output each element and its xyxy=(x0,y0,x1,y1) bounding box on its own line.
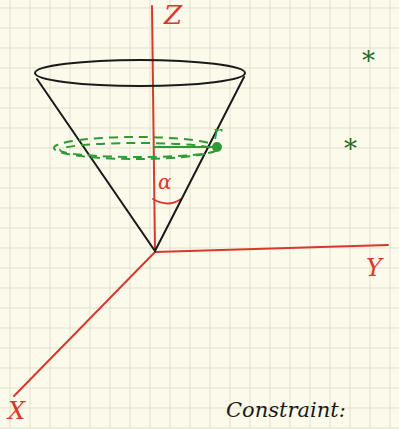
grid-line xyxy=(190,0,191,429)
grid-line xyxy=(0,68,399,69)
dashed-circle xyxy=(54,137,218,159)
radius-label: r xyxy=(213,124,222,142)
x-axis xyxy=(14,252,155,396)
grid-line xyxy=(0,428,399,429)
grid-line xyxy=(150,0,151,429)
grid-line xyxy=(0,208,399,209)
grid-line xyxy=(0,188,399,189)
grid-line xyxy=(350,0,351,429)
axis-label: X xyxy=(8,399,25,423)
grid-line xyxy=(290,0,291,429)
bullet-mark: * xyxy=(344,136,357,162)
grid-line xyxy=(170,0,171,429)
grid-line xyxy=(0,328,399,329)
cone-side xyxy=(37,77,244,251)
circle-path xyxy=(54,137,221,159)
grid-line xyxy=(0,288,399,289)
grid-line xyxy=(0,88,399,89)
axis-label: Z xyxy=(164,2,182,28)
axes xyxy=(14,6,388,396)
cone xyxy=(35,60,245,251)
grid-line xyxy=(0,8,399,9)
grid-line xyxy=(0,128,399,129)
grid-line xyxy=(50,0,51,429)
grid-line xyxy=(0,148,399,149)
grid-line xyxy=(0,48,399,49)
grid-line xyxy=(0,228,399,229)
grid-line xyxy=(90,0,91,429)
cone-rim xyxy=(35,60,245,86)
axis-label: Y xyxy=(366,256,382,280)
grid-line xyxy=(390,0,391,429)
angle-arc xyxy=(153,199,181,204)
grid-line xyxy=(0,28,399,29)
y-axis xyxy=(155,245,388,252)
grid-line xyxy=(270,0,271,429)
z-axis xyxy=(152,6,155,252)
grid-line xyxy=(230,0,231,429)
grid-line xyxy=(330,0,331,429)
dashed-circle xyxy=(60,143,216,157)
grid-line xyxy=(250,0,251,429)
grid-line xyxy=(0,108,399,109)
grid-line xyxy=(0,268,399,269)
grid-line xyxy=(0,308,399,309)
grid-line xyxy=(0,168,399,169)
note-text: Constraint: xyxy=(226,400,346,421)
grid-line xyxy=(110,0,111,429)
radius-line xyxy=(153,146,216,148)
grid-line xyxy=(0,388,399,389)
bullet-mark: * xyxy=(362,48,375,74)
grid-line xyxy=(0,368,399,369)
particle-dot xyxy=(213,143,221,151)
angle-label: α xyxy=(158,172,172,192)
grid-line xyxy=(310,0,311,429)
grid-line xyxy=(10,0,11,429)
grid-line xyxy=(0,248,399,249)
grid-line xyxy=(30,0,31,429)
